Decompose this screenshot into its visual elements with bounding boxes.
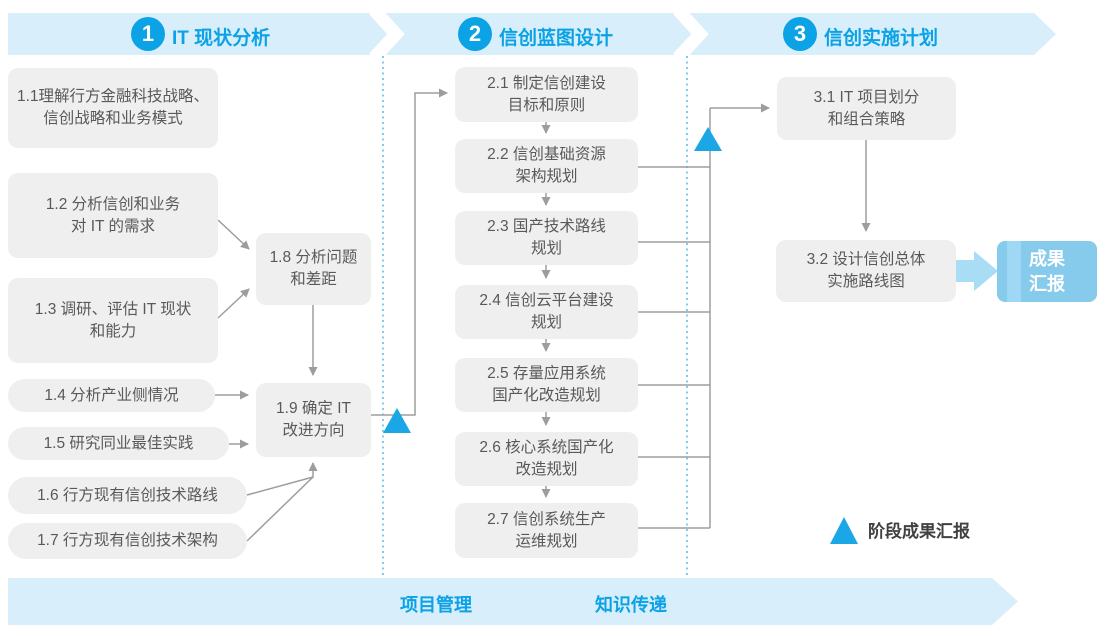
node-3-1: 3.1 IT 项目划分 和组合策略	[777, 77, 956, 140]
node-2-5: 2.5 存量应用系统 国产化改造规划	[455, 358, 638, 412]
flow-arrows	[215, 88, 871, 542]
banner-chevron-separator-2	[673, 5, 709, 63]
node-3-2: 3.2 设计信创总体 实施路线图	[776, 240, 956, 302]
phase-3-number-badge: 3	[783, 17, 817, 51]
node-2-1: 2.1 制定信创建设 目标和原则	[455, 67, 638, 122]
node-1-1: 1.1理解行方金融科技战略、 信创战略和业务模式	[8, 68, 218, 148]
banner-chevron-separator-1	[369, 5, 405, 63]
node-2-6: 2.6 核心系统国产化 改造规划	[455, 432, 638, 486]
legend-label: 阶段成果汇报	[868, 522, 970, 541]
node-1-9: 1.9 确定 IT 改进方向	[256, 383, 371, 457]
node-2-2: 2.2 信创基础资源 架构规划	[455, 139, 638, 193]
bottom-banner-label-knowledge-transfer: 知识传递	[595, 595, 667, 615]
node-1-6: 1.6 行方现有信创技术路线	[8, 477, 247, 514]
legend-triangle-icon	[830, 517, 858, 544]
phase-banner-band	[8, 13, 1056, 55]
result-report-label: 成果 汇报	[1029, 249, 1065, 294]
milestone-triangle-phase2	[694, 127, 722, 151]
result-report-box: 成果 汇报	[997, 241, 1097, 302]
phase-2-title: 信创蓝图设计	[499, 28, 614, 49]
node-1-4: 1.4 分析产业侧情况	[8, 379, 215, 412]
phase-1-number-badge: 1	[131, 17, 165, 51]
bottom-banner-label-project-management: 项目管理	[400, 595, 472, 615]
phase-1-title: IT 现状分析	[172, 28, 271, 49]
node-1-8: 1.8 分析问题 和差距	[256, 233, 371, 305]
result-box-stripe	[1007, 241, 1021, 302]
node-1-5: 1.5 研究同业最佳实践	[8, 427, 229, 460]
node-2-3: 2.3 国产技术路线 规划	[455, 211, 638, 265]
node-2-7: 2.7 信创系统生产 运维规划	[455, 503, 638, 558]
node-1-3: 1.3 调研、评估 IT 现状 和能力	[8, 278, 218, 363]
phase-2-number-badge: 2	[458, 17, 492, 51]
milestone-triangle-phase1	[383, 408, 411, 433]
phase-3-title: 信创实施计划	[824, 28, 939, 49]
node-1-2: 1.2 分析信创和业务 对 IT 的需求	[8, 173, 218, 258]
bottom-banner-band	[8, 578, 1018, 625]
node-2-4: 2.4 信创云平台建设 规划	[455, 285, 638, 339]
node-1-7: 1.7 行方现有信创技术架构	[8, 523, 247, 559]
